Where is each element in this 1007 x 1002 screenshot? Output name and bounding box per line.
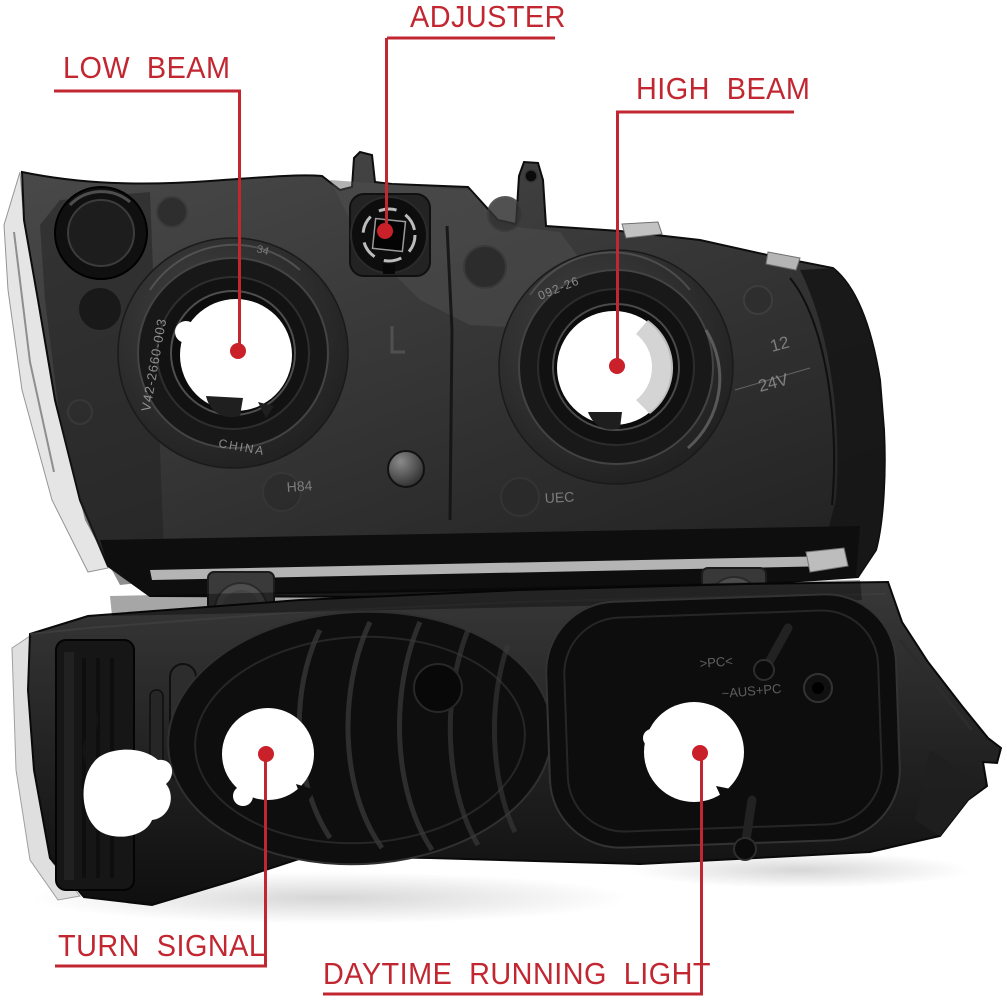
upper-housing: V42-2660-003 CHINA 34 092-26 12 24V — [3, 150, 886, 599]
l-mark — [390, 326, 405, 354]
boss-circle — [156, 196, 188, 228]
callout-lines — [54, 36, 794, 996]
adjuster-callout — [377, 36, 555, 239]
screw-boss-hole — [812, 682, 824, 694]
pin-stud — [763, 623, 793, 669]
panel-seam — [445, 225, 454, 521]
ball-stud — [387, 450, 425, 488]
housing-gap-shadow — [110, 580, 862, 616]
metal-clip — [765, 251, 801, 271]
daytime-running-light-label: DAYTIME RUNNING LIGHT — [323, 956, 711, 991]
turn-signal-callout — [55, 746, 274, 968]
lower-housing: >PC< ~AUS+PC — [11, 567, 1003, 924]
mold-mark-h84: H84 — [286, 477, 313, 495]
left-panel-shade — [40, 192, 165, 585]
mold-mark-uec: UEC — [544, 488, 574, 506]
low-beam-code-marking: 34 — [255, 243, 270, 258]
boss-circle — [67, 399, 93, 425]
recess-circle — [413, 663, 463, 713]
right-side-wall — [800, 268, 885, 577]
lens-edge-line — [13, 231, 55, 473]
lens-material-marking-2: ~AUS+PC — [721, 681, 782, 701]
boss-circle — [262, 472, 302, 512]
low-beam-callout — [54, 89, 246, 359]
right-arm-seam — [898, 639, 974, 731]
adjuster-label: ADJUSTER — [410, 0, 566, 34]
drl-callout — [323, 745, 708, 996]
housing-bottom-bar — [100, 526, 860, 596]
metal-clip — [621, 221, 663, 239]
mold-flash-line — [734, 367, 811, 391]
pin-stud-tip — [733, 837, 757, 861]
lens-material-marking: >PC< — [699, 653, 733, 671]
lens-bottom-strip — [150, 556, 836, 580]
drl-pointer-dot — [692, 745, 708, 761]
right-arm-flange — [915, 750, 985, 836]
high-beam-label: HIGH BEAM — [636, 71, 811, 106]
metal-clip — [805, 547, 849, 573]
boss-circle — [487, 196, 523, 232]
turn-signal-pointer-dot — [258, 746, 274, 762]
high-beam-pointer-dot — [609, 358, 625, 374]
boss-circle — [500, 477, 540, 517]
pin-stud — [741, 795, 757, 845]
high-beam-callout — [609, 110, 794, 374]
tab-hole — [524, 169, 538, 183]
turn-signal-label: TURN SIGNAL — [58, 928, 266, 963]
right-corner-seam — [789, 277, 836, 506]
vent-cap — [77, 286, 123, 332]
boss-circle — [463, 245, 507, 289]
boss-circle — [743, 285, 773, 315]
dust-cap — [54, 186, 148, 280]
side-marker-hole — [83, 749, 173, 837]
low-beam-label: LOW BEAM — [63, 50, 231, 85]
adjuster-pointer-dot — [377, 223, 393, 239]
pin-stud-tip — [753, 659, 775, 681]
low-beam-pointer-dot — [230, 343, 246, 359]
voltage-marking-12: 12 — [768, 333, 791, 356]
